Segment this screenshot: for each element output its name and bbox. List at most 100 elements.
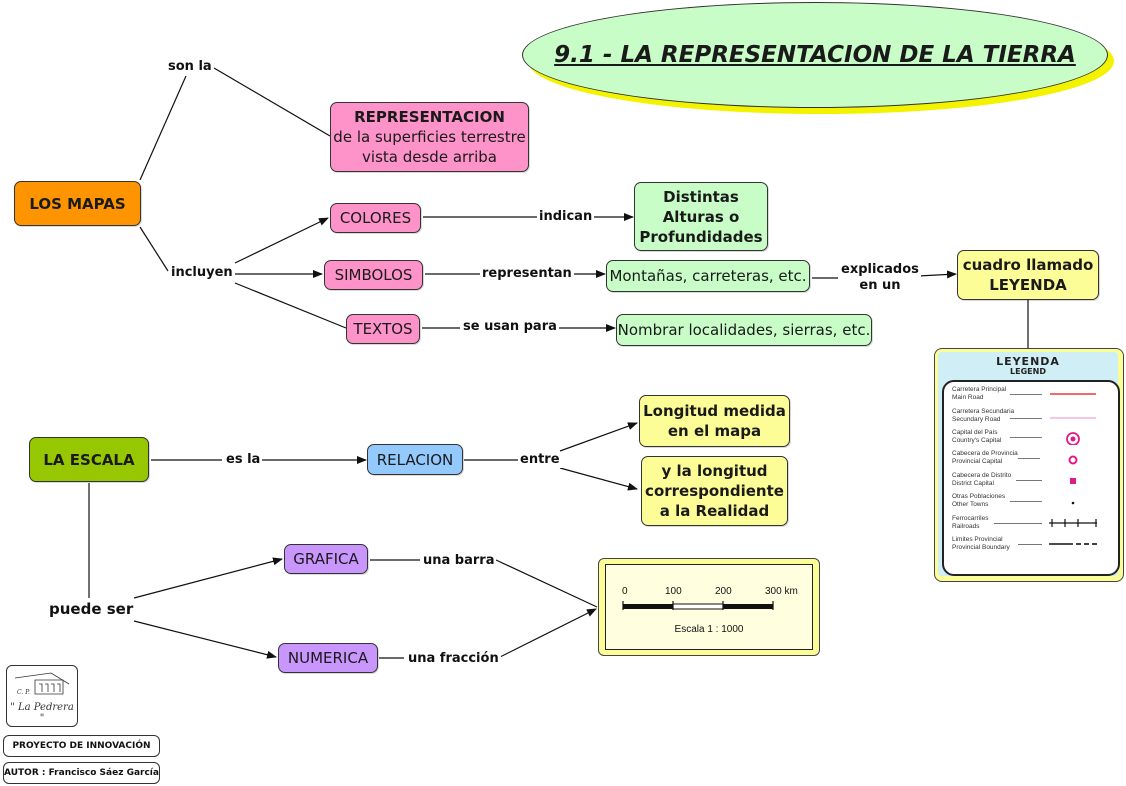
link-label-se-usan-para: se usan para <box>461 319 559 335</box>
node-longitud-mapa[interactable]: Longitud medida en el mapa <box>639 395 790 447</box>
link-entre-longreal <box>559 467 638 491</box>
leader-line <box>1010 437 1042 438</box>
scale-caption: Escala 1 : 1000 <box>674 624 744 635</box>
node-colores[interactable]: COLORES <box>330 203 421 233</box>
node-alturas[interactable]: Distintas Alturas o Profundidades <box>634 182 768 251</box>
legend-item-es: Carretera Secundaria <box>952 408 1015 415</box>
link-label-representan: representan <box>480 266 574 282</box>
scale-tick: 0 <box>622 586 628 597</box>
scale-tick: 100 <box>665 586 682 597</box>
legend-heading: LEYENDA <box>996 355 1060 368</box>
node-label: LOS MAPAS <box>29 194 126 213</box>
pink-line-icon <box>1050 417 1096 419</box>
legend-item-es: Carretera Principal <box>952 386 1007 393</box>
node-label-line: vista desde arriba <box>362 148 497 166</box>
legend-item-en: Provincial Boundary <box>952 544 1010 551</box>
railroad-icon <box>1049 519 1097 527</box>
author-badge: AUTOR : Francisco Sáez García <box>3 762 160 784</box>
node-simbolos[interactable]: SIMBOLOS <box>324 260 423 290</box>
node-label-line: cuadro llamado <box>962 256 1094 274</box>
legend-item-es: Limites Provincial <box>952 536 1003 543</box>
legend-item-en: District Capital <box>952 480 994 487</box>
scale-bar-panel: 0 100 200 300 km Escala 1 : 1000 <box>605 564 813 650</box>
node-label-line: a la Realidad <box>659 502 770 520</box>
link-mapas-incluyen <box>139 226 169 272</box>
node-nombrar[interactable]: Nombrar localidades, sierras, etc. <box>616 314 872 346</box>
legend-item-en: Country's Capital <box>952 437 1002 444</box>
legend-item-en: Railroads <box>952 523 980 530</box>
legend-item-en: Secundary Road <box>952 416 1001 423</box>
link-fraccion-scale <box>497 608 597 659</box>
title-ellipse: 9.1 - LA REPRESENTACION DE LA TIERRA <box>522 2 1108 108</box>
legend-item-es: Capital del País <box>952 429 998 436</box>
node-label: SIMBOLOS <box>334 266 413 284</box>
building-icon: C. P. <box>14 672 70 696</box>
link-label-puede-ser: puede ser <box>47 600 136 618</box>
legend-item-es: Ferrocarriles <box>952 515 989 522</box>
link-label-indican: indican <box>537 209 595 225</box>
link-sonla-representacion <box>213 67 331 137</box>
leader-line <box>1010 501 1042 502</box>
link-barra-scale <box>495 559 598 608</box>
link-label-es-la: es la <box>224 452 263 468</box>
boundary-icon <box>1049 543 1097 545</box>
link-incluyen-colores <box>234 217 329 264</box>
leader-line <box>1016 480 1042 481</box>
scale-bar-graphic <box>622 601 774 610</box>
node-label: RELACION <box>376 450 454 469</box>
red-line-icon <box>1050 393 1096 395</box>
link-label-una-fraccion: una fracción <box>406 651 501 667</box>
node-los-mapas[interactable]: LOS MAPAS <box>14 181 141 226</box>
star-circle-icon <box>1066 432 1080 445</box>
node-label-line: y la longitud <box>661 462 768 480</box>
node-la-escala[interactable]: LA ESCALA <box>29 437 149 482</box>
ring-icon <box>1068 455 1078 465</box>
leader-line <box>1018 544 1042 545</box>
leader-line <box>1018 458 1040 459</box>
node-longitud-real[interactable]: y la longitud correspondiente a la Reali… <box>641 456 788 526</box>
leader-line <box>994 523 1042 524</box>
node-label-line: correspondiente <box>645 482 784 500</box>
node-relacion[interactable]: RELACION <box>367 444 463 475</box>
school-logo: C. P. " La Pedrera " <box>6 665 78 727</box>
link-label-son-la: son la <box>166 59 214 75</box>
scale-tick: 300 km <box>765 586 798 597</box>
legend-item-en: Other Towns <box>952 501 989 508</box>
legend-item-en: Main Road <box>952 394 984 401</box>
node-representacion[interactable]: REPRESENTACION de la superficies terrest… <box>330 102 529 172</box>
node-label: NUMERICA <box>287 649 369 667</box>
link-entre-longmapa <box>559 422 638 452</box>
leader-line <box>1010 418 1042 419</box>
link-label-incluyen: incluyen <box>169 265 235 281</box>
node-numerica[interactable]: NUMERICA <box>278 643 378 673</box>
legend-item-es: Cabecera de Distrito <box>952 472 1012 479</box>
node-label: COLORES <box>339 209 412 227</box>
page-title: 9.1 - LA REPRESENTACION DE LA TIERRA <box>554 42 1076 68</box>
node-montanas[interactable]: Montañas, carreteras, etc. <box>606 260 810 292</box>
dot-icon <box>1071 501 1075 505</box>
node-label: GRAFICA <box>293 550 359 568</box>
scale-bar-card: 0 100 200 300 km Escala 1 : 1000 <box>598 558 820 656</box>
legend-item-es: Cabecera de Provincia <box>952 450 1018 457</box>
node-leyenda[interactable]: cuadro llamado LEYENDA <box>957 250 1099 300</box>
node-grafica[interactable]: GRAFICA <box>284 544 368 574</box>
legend-subheading: LEGEND <box>1010 367 1046 376</box>
node-label-line: en el mapa <box>667 422 762 440</box>
square-icon <box>1070 478 1076 484</box>
scale-segment-white <box>672 603 724 610</box>
node-label-line: Profundidades <box>639 227 763 246</box>
node-textos[interactable]: TEXTOS <box>346 314 420 344</box>
project-badge: PROYECTO DE INNOVACIÓN <box>3 735 160 757</box>
node-label: Montañas, carreteras, etc. <box>609 267 807 285</box>
leader-line <box>1010 394 1042 395</box>
link-label-line: explicados <box>841 262 919 277</box>
logo-school-name: " La Pedrera " <box>10 702 74 724</box>
